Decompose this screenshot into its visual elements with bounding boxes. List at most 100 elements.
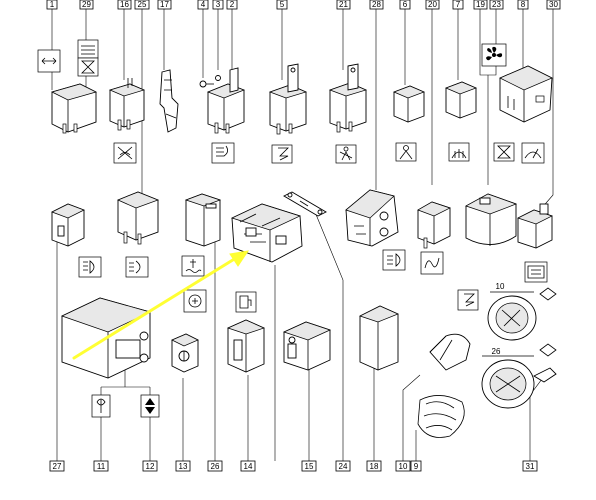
rear-window-heater-symbol-icon [524, 261, 548, 283]
relay-1 [37, 39, 99, 134]
label-box-bottom-27: 27 [49, 460, 65, 472]
relay-6 [393, 85, 425, 162]
relay-module-28 [345, 189, 406, 271]
svg-text:11: 11 [97, 462, 106, 471]
svg-text:10: 10 [399, 462, 408, 471]
label-box-bottom-14: 14 [240, 460, 256, 472]
relay-2 [199, 67, 245, 164]
label-box-top-1: 1 [46, 0, 58, 10]
svg-text:21: 21 [339, 0, 348, 9]
svg-text:8: 8 [521, 0, 526, 9]
svg-text:30: 30 [549, 0, 558, 9]
link-strip-24 [283, 191, 327, 217]
svg-text:29: 29 [82, 0, 91, 9]
top-labels: 1 29 16 25 17 4 3 2 5 21 28 6 20 7 19 23… [46, 0, 561, 10]
label-box-bottom-26: 26 [207, 460, 223, 472]
svg-text:12: 12 [146, 462, 155, 471]
label-box-top-4: 4 [197, 0, 209, 10]
relay-7 [445, 81, 477, 162]
label-box-bottom-13: 13 [175, 460, 191, 472]
highlight-arrow [72, 250, 250, 360]
svg-text:16: 16 [120, 0, 129, 9]
svg-text:10: 10 [496, 282, 505, 291]
svg-text:3: 3 [216, 0, 221, 9]
svg-text:15: 15 [305, 462, 314, 471]
relay-25 [117, 191, 159, 278]
relay-13 [171, 333, 199, 373]
label-box-bottom-10: 10 [395, 460, 411, 472]
headlight-symbol-icon [382, 249, 406, 271]
label-box-top-17: 17 [157, 0, 172, 10]
label-box-top-20: 20 [425, 0, 440, 10]
label-box-top-21: 21 [336, 0, 351, 10]
headlamp-wash-symbol-icon [211, 142, 235, 164]
label-box-top-23: 23 [489, 0, 504, 10]
relay-16 [108, 78, 146, 164]
label-box-top-19: 19 [473, 0, 488, 10]
relay-8 [499, 65, 553, 164]
svg-text:28: 28 [372, 0, 381, 9]
label-box-bottom-18: 18 [366, 460, 382, 472]
svg-text:27: 27 [53, 462, 62, 471]
label-box-bottom-31: 31 [522, 460, 538, 472]
svg-text:2: 2 [230, 0, 235, 9]
label-box-bottom-12: 12 [142, 460, 158, 472]
svg-text:13: 13 [179, 462, 188, 471]
svg-text:1: 1 [50, 0, 55, 9]
relay-30 [517, 203, 553, 283]
label-box-top-16: 16 [117, 0, 132, 10]
label-box-top-6: 6 [399, 0, 411, 10]
relay-27 [51, 203, 102, 278]
label-box-bottom-9: 9 [410, 460, 422, 472]
relay-18 [359, 305, 399, 371]
label-box-top-7: 7 [452, 0, 464, 10]
connectors-10-9-31: 10 26 [417, 282, 557, 438]
relay-holder-22 [231, 203, 303, 263]
clip-17 [159, 69, 179, 133]
relay-21 [328, 63, 368, 164]
occupant-symbol-icon [395, 142, 417, 162]
label-box-top-3: 3 [212, 0, 224, 10]
label-box-top-8: 8 [517, 0, 529, 10]
label-box-top-5: 5 [276, 0, 288, 10]
svg-text:26: 26 [211, 462, 220, 471]
svg-text:7: 7 [456, 0, 461, 9]
svg-text:17: 17 [160, 0, 169, 9]
bottom-labels: 27 11 12 13 26 14 15 24 18 10 9 31 [49, 460, 538, 472]
svg-text:25: 25 [138, 0, 147, 9]
label-box-bottom-11: 11 [93, 460, 109, 472]
svg-text:20: 20 [428, 0, 437, 9]
svg-text:18: 18 [370, 462, 379, 471]
relay-20 [417, 201, 451, 275]
fan-symbol-19 [481, 43, 515, 162]
label-box-top-29: 29 [79, 0, 94, 10]
svg-text:31: 31 [526, 462, 535, 471]
fuel-pump-symbol-icon [235, 291, 257, 313]
svg-text:24: 24 [339, 462, 348, 471]
label-box-top-30: 30 [546, 0, 561, 10]
label-box-bottom-15: 15 [301, 460, 317, 472]
label-box-top-25: 25 [134, 0, 150, 10]
label-box-top-2: 2 [226, 0, 238, 10]
svg-text:9: 9 [414, 462, 419, 471]
svg-text:14: 14 [244, 462, 253, 471]
windshield-wiper-symbol-icon [521, 142, 545, 164]
glow-plug-symbol-icon [420, 251, 444, 275]
svg-text:23: 23 [492, 0, 501, 9]
label-box-top-28: 28 [369, 0, 384, 10]
headlamp-washer-symbol-icon [125, 256, 149, 278]
svg-text:4: 4 [201, 0, 206, 9]
relay-15 [283, 321, 331, 371]
rear-defrost-symbol-icon [77, 39, 99, 59]
relay-5 [268, 63, 308, 164]
svg-text:5: 5 [280, 0, 285, 9]
label-box-bottom-24: 24 [335, 460, 351, 472]
svg-text:19: 19 [476, 0, 485, 9]
seat-belt-symbol-icon [335, 144, 357, 164]
relay-26 [181, 193, 222, 277]
up-down-symbol-icon [140, 394, 160, 418]
relay-14 [227, 291, 265, 373]
relay-19 [465, 193, 518, 246]
svg-text:6: 6 [403, 0, 408, 9]
